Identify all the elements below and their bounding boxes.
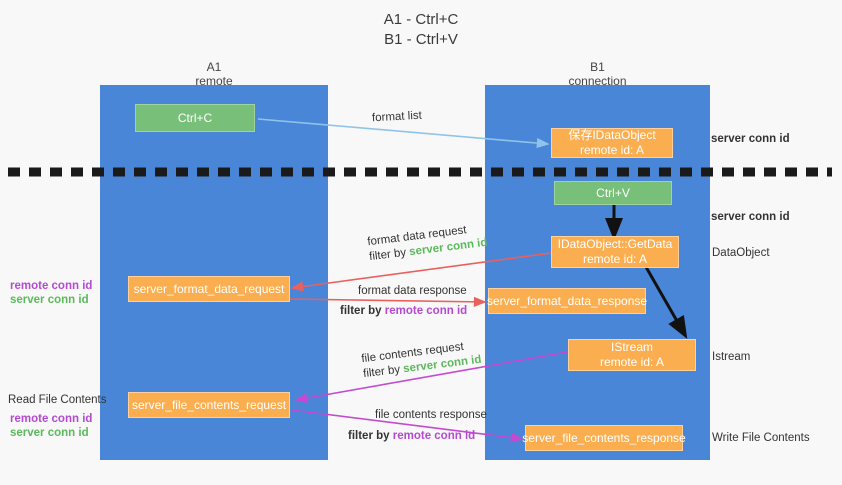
edge-label-format-data-request: format data request filter by server con… <box>367 221 489 265</box>
edge-label-format-data-response-filter: filter by remote conn id <box>340 304 467 319</box>
edge-label-format-data-response: format data response filter by remote co… <box>340 284 467 319</box>
edge-label-file-contents-request: file contents request filter by server c… <box>361 338 483 382</box>
box-ctrl-v[interactable]: Ctrl+V <box>554 181 672 205</box>
box-idataobject-getdata-line2: remote id: A <box>582 252 648 266</box>
box-server-format-data-response[interactable]: server_format_data_response <box>486 288 648 314</box>
title-line-1: A1 - Ctrl+C <box>383 11 459 28</box>
box-server-file-contents-response-label: server_file_contents_response <box>522 430 686 445</box>
right-label-istream: Istream <box>712 351 751 363</box>
filter-prefix: filter by <box>340 305 382 317</box>
filter-prefix: filter by <box>348 430 390 442</box>
right-label-dataobject: DataObject <box>712 247 770 259</box>
edge-label-format-list: format list <box>371 109 423 125</box>
box-istream-line1: IStream <box>610 340 653 354</box>
edge-label-file-contents-response: file contents response filter by remote … <box>348 408 487 444</box>
left-label-remote-conn-id-2: remote conn id <box>10 413 93 425</box>
left-label-read-file-contents: Read File Contents <box>8 394 107 406</box>
box-server-file-contents-response[interactable]: server_file_contents_response <box>522 425 686 451</box>
filter-prefix: filter by <box>368 246 407 264</box>
column-b1-role: connection <box>568 74 627 88</box>
box-ctrl-c[interactable]: Ctrl+C <box>135 104 255 132</box>
column-header-a1: A1 remote <box>100 60 328 88</box>
column-a1-name: A1 <box>206 60 222 74</box>
left-label-server-conn-id-2: server conn id <box>10 427 89 439</box>
left-label-group-2: remote conn id server conn id <box>10 412 92 440</box>
edge-label-file-contents-response-filter: filter by remote conn id <box>348 429 487 444</box>
left-label-server-conn-id-1: server conn id <box>10 294 89 306</box>
page-title: A1 - Ctrl+C B1 - Ctrl+V <box>0 10 842 50</box>
box-server-file-contents-request-label: server_file_contents_request <box>131 397 287 412</box>
right-label-server-conn-id-2: server conn id <box>711 211 790 223</box>
edge-label-format-data-response-title: format data response <box>358 285 467 297</box>
right-label-write-file-contents: Write File Contents <box>712 432 810 444</box>
box-server-format-data-request-label: server_format_data_request <box>133 281 285 296</box>
column-a1-role: remote <box>195 74 233 88</box>
box-save-idataobject[interactable]: 保存IDataObject remote id: A <box>551 128 673 158</box>
title-line-2: B1 - Ctrl+V <box>384 31 458 48</box>
filter-prefix: filter by <box>362 363 401 381</box>
box-idataobject-getdata-line1: IDataObject::GetData <box>557 237 673 251</box>
box-save-idataobject-line2: remote id: A <box>579 143 645 157</box>
left-label-remote-conn-id-1: remote conn id <box>10 280 93 292</box>
box-ctrl-c-label: Ctrl+C <box>177 110 213 125</box>
box-server-format-data-request[interactable]: server_format_data_request <box>128 276 290 302</box>
box-server-format-data-response-label: server_format_data_response <box>486 293 648 308</box>
filter-key-remote-conn-id: remote conn id <box>384 305 468 317</box>
edge-label-file-contents-response-title: file contents response <box>375 409 487 421</box>
column-header-b1: B1 connection <box>485 60 710 88</box>
box-istream[interactable]: IStream remote id: A <box>568 339 696 371</box>
right-label-server-conn-id-1: server conn id <box>711 133 790 145</box>
box-server-file-contents-request[interactable]: server_file_contents_request <box>128 392 290 418</box>
box-idataobject-getdata[interactable]: IDataObject::GetData remote id: A <box>551 236 679 268</box>
filter-key-remote-conn-id: remote conn id <box>392 430 476 442</box>
box-ctrl-v-label: Ctrl+V <box>596 185 630 200</box>
box-istream-line2: remote id: A <box>599 355 665 369</box>
box-save-idataobject-line1: 保存IDataObject <box>568 128 656 142</box>
left-label-group-1: remote conn id server conn id <box>10 279 92 307</box>
column-b1-name: B1 <box>590 60 605 74</box>
